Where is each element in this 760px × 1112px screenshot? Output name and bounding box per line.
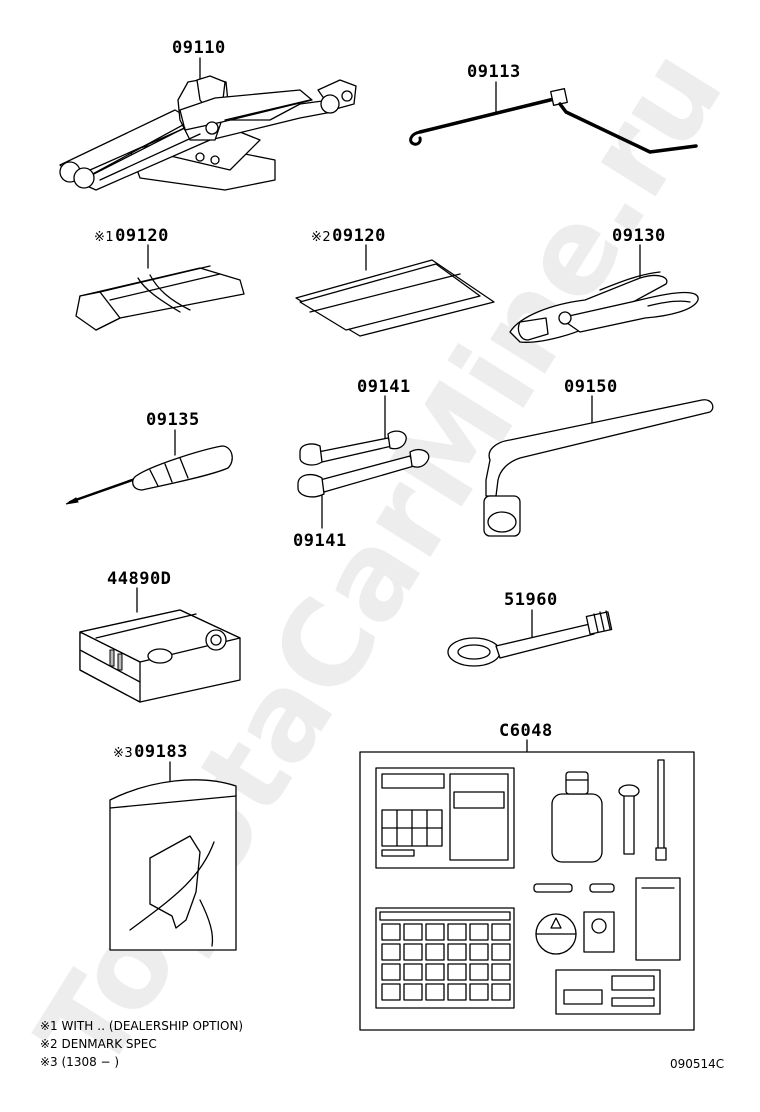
- towing-eye-drawing: [447, 610, 613, 667]
- footnote-1: ※1 WITH ‥ (DEALERSHIP OPTION): [40, 1019, 244, 1033]
- label-pliers: 09130: [612, 226, 666, 246]
- bag-drawing: [109, 779, 237, 951]
- tool-bag-drawing: [75, 265, 245, 331]
- label-jack: 09110: [172, 38, 226, 58]
- label-jack-handle: 09113: [467, 62, 521, 82]
- label-manual-pouch: ※209120: [311, 226, 386, 246]
- label-kit-box: C6048: [499, 721, 553, 741]
- label-bag: ※309183: [113, 742, 188, 762]
- repair-kit-drawing: [79, 609, 241, 703]
- footnote-2: ※2 DENMARK SPEC: [40, 1037, 157, 1051]
- mark-1: ※1: [94, 230, 115, 245]
- jack-handle-drawing: [409, 88, 698, 154]
- screwdriver-drawing: [65, 445, 233, 505]
- footnote-3: ※3 (1308 − ): [40, 1055, 120, 1069]
- label-wrench-upper: 09141: [357, 377, 411, 397]
- label-repair-kit: 44890D: [107, 569, 172, 589]
- wrench-lower-drawing: [297, 448, 430, 498]
- mark-3: ※3: [113, 746, 134, 761]
- label-manual-pouch-number: 09120: [332, 226, 386, 246]
- label-towing-eye: 51960: [504, 590, 558, 610]
- pliers-drawing: [509, 271, 699, 343]
- scissor-jack-drawing: [59, 75, 357, 191]
- label-wheel-wrench: 09150: [564, 377, 618, 397]
- kit-box-drawing: [359, 751, 695, 1031]
- mark-2: ※2: [311, 230, 332, 245]
- label-tool-bag-number: 09120: [115, 226, 169, 246]
- leader-lines: [136, 57, 641, 791]
- manual-pouch-drawing: [295, 259, 495, 337]
- label-tool-bag: ※109120: [94, 226, 169, 246]
- label-screwdriver: 09135: [146, 410, 200, 430]
- label-grid: [381, 923, 511, 1001]
- drawing-code: 090514C: [670, 1057, 725, 1071]
- wrench-upper-drawing: [299, 430, 407, 466]
- wheel-wrench-drawing: [483, 399, 714, 537]
- label-wrench-lower: 09141: [293, 531, 347, 551]
- label-bag-number: 09183: [134, 742, 188, 762]
